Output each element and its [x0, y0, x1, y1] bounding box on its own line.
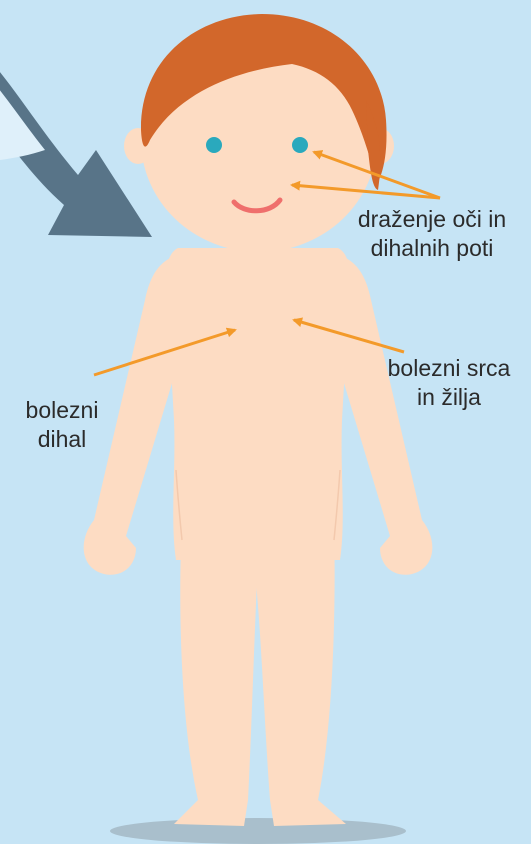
label-respiratory-line-1: bolezni — [0, 396, 124, 425]
right-eye — [292, 137, 308, 153]
left-leg — [174, 520, 258, 826]
left-eye — [206, 137, 222, 153]
label-heart-and-vascular-disease: bolezni srca in žilja — [368, 354, 530, 412]
label-respiratory-line-2: dihal — [0, 425, 124, 454]
label-eyes-line-1: draženje oči in — [334, 205, 530, 234]
ground-shadow — [110, 818, 406, 844]
label-eyes-line-2: dihalnih poti — [334, 234, 530, 263]
label-eye-and-airway-irritation: draženje oči in dihalnih poti — [334, 205, 530, 263]
right-leg — [254, 520, 346, 826]
label-respiratory-disease: bolezni dihal — [0, 396, 124, 454]
label-heart-line-1: bolezni srca — [368, 354, 530, 383]
label-heart-line-2: in žilja — [368, 383, 530, 412]
torso — [166, 248, 350, 560]
